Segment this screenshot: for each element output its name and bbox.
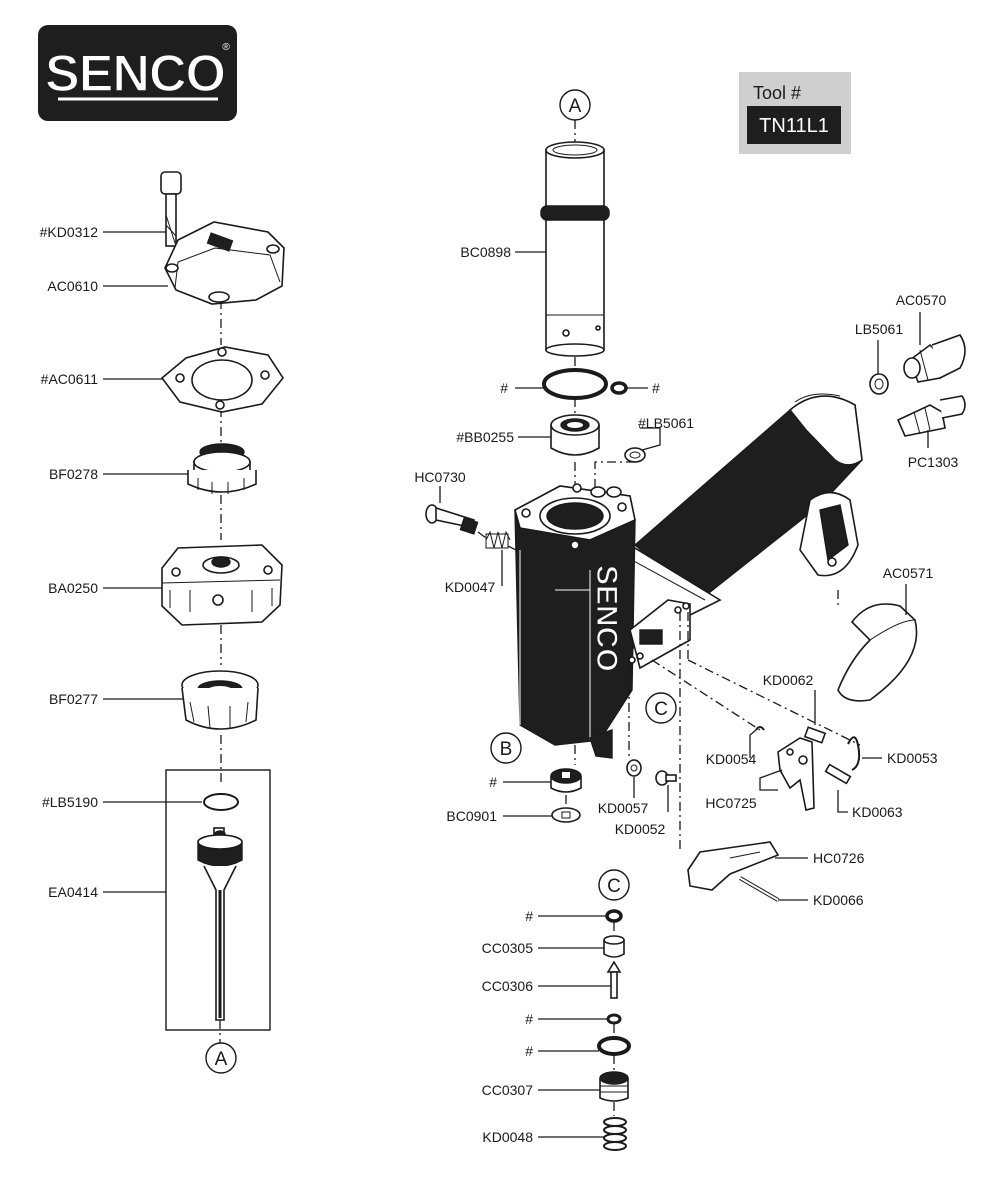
label-kd0053: KD0053 <box>887 750 938 766</box>
seal-lb5061-body <box>624 447 646 463</box>
tool-number: TN11L1 <box>759 115 829 137</box>
label-hash-valve-2: # <box>525 1011 533 1027</box>
label-ba0250: BA0250 <box>48 580 98 596</box>
label-lb5190: #LB5190 <box>42 794 98 810</box>
cylinder-cap-ac0610 <box>164 221 285 305</box>
contact-arm-hc0726 <box>687 841 780 891</box>
tool-label: Tool # <box>753 83 801 103</box>
label-ac0610: AC0610 <box>47 278 98 294</box>
valve-cap-bf0278 <box>187 443 257 494</box>
svg-text:B: B <box>500 739 513 760</box>
clip-kd0054 <box>755 726 765 731</box>
pin-kd0062 <box>803 726 827 744</box>
trigger-hc0725 <box>777 737 815 811</box>
tool-number-box: Tool # TN11L1 <box>739 72 851 154</box>
label-kd0062: KD0062 <box>763 672 814 688</box>
label-bc0898: BC0898 <box>460 244 511 260</box>
label-hash-valve-3: # <box>525 1043 533 1059</box>
label-ac0570: AC0570 <box>896 292 947 308</box>
oring-valve-2 <box>606 1013 622 1025</box>
label-ac0571: AC0571 <box>883 565 934 581</box>
registered-mark: ® <box>222 42 230 53</box>
label-ac0611: #AC0611 <box>41 371 99 387</box>
head-ba0250 <box>161 544 283 626</box>
label-hash-valve-1: # <box>525 908 533 924</box>
label-lb5061-body: #LB5061 <box>638 415 694 431</box>
gasket-ac0611 <box>160 346 284 413</box>
bumper-nose <box>550 768 582 793</box>
label-kd0063: KD0063 <box>852 804 903 820</box>
tool-body: SENCO <box>514 393 863 759</box>
screw-kd0312 <box>160 171 182 247</box>
svg-text:C: C <box>607 876 621 897</box>
driver-assembly-ea0414 <box>197 793 243 1021</box>
callout-c-body: C <box>645 692 677 724</box>
valve-stem-cc0306 <box>606 960 622 999</box>
label-cc0305: CC0305 <box>482 940 534 956</box>
label-kd0312: #KD0312 <box>40 224 99 240</box>
ea0414-kit-box <box>165 769 271 1031</box>
pin-kd0066 <box>738 876 780 902</box>
svg-text:A: A <box>215 1049 228 1070</box>
piston-stop-bf0277 <box>181 670 259 730</box>
label-hc0726: HC0726 <box>813 850 865 866</box>
cylinder-bc0898 <box>540 141 610 357</box>
pin-kd0063 <box>824 763 852 785</box>
pin-hc0730 <box>425 504 479 535</box>
label-kd0054: KD0054 <box>706 751 757 767</box>
spring-kd0053 <box>847 736 861 771</box>
inlet-ac0570 <box>903 334 966 383</box>
washer-kd0057 <box>626 759 642 777</box>
label-kd0066: KD0066 <box>813 892 864 908</box>
label-bf0278: BF0278 <box>49 466 98 482</box>
callout-b: B <box>490 732 522 764</box>
label-bb0255: #BB0255 <box>456 429 514 445</box>
label-bc0901: BC0901 <box>446 808 497 824</box>
label-hc0725: HC0725 <box>705 795 757 811</box>
label-pc1303: PC1303 <box>908 454 959 470</box>
label-kd0057: KD0057 <box>598 800 649 816</box>
label-bf0277: BF0277 <box>49 691 98 707</box>
label-cc0306: CC0306 <box>482 978 534 994</box>
plate-bc0901 <box>551 807 581 823</box>
valve-body-cc0307 <box>599 1071 629 1102</box>
screw-kd0052 <box>655 770 677 786</box>
body-logo: SENCO <box>590 565 623 672</box>
oring-lb5190 <box>203 793 239 811</box>
callout-c-valve: C <box>598 869 630 901</box>
bumper-bb0255 <box>550 414 600 456</box>
seal-lb5061-inlet <box>869 373 889 395</box>
label-cc0307: CC0307 <box>482 1082 534 1098</box>
label-kd0052: KD0052 <box>615 821 666 837</box>
label-hash-oring-large: # <box>500 380 508 396</box>
exhaust-deflector-ac0571 <box>837 603 918 702</box>
label-hash-bumper: # <box>489 774 497 790</box>
oring-valve-1 <box>605 909 623 923</box>
callout-a-bottom: A <box>205 1042 237 1074</box>
spring-kd0047 <box>485 530 511 549</box>
label-hc0730: HC0730 <box>414 469 466 485</box>
label-ea0414: EA0414 <box>48 884 98 900</box>
label-kd0047: KD0047 <box>445 579 496 595</box>
plug-pc1303 <box>896 395 966 437</box>
senco-logo: SENCO ® <box>38 25 237 121</box>
valve-cap-cc0305 <box>603 935 625 958</box>
label-hash-oring-small: # <box>652 380 660 396</box>
oring-valve-3 <box>597 1036 631 1056</box>
callout-a-top: A <box>559 89 591 121</box>
svg-text:A: A <box>569 96 582 117</box>
svg-text:C: C <box>654 699 668 720</box>
oring-large <box>542 368 608 400</box>
spring-kd0048 <box>603 1117 627 1151</box>
oring-small <box>610 381 628 395</box>
logo-text: SENCO <box>45 45 225 103</box>
label-lb5061-inlet: LB5061 <box>855 321 903 337</box>
label-kd0048: KD0048 <box>482 1129 533 1145</box>
